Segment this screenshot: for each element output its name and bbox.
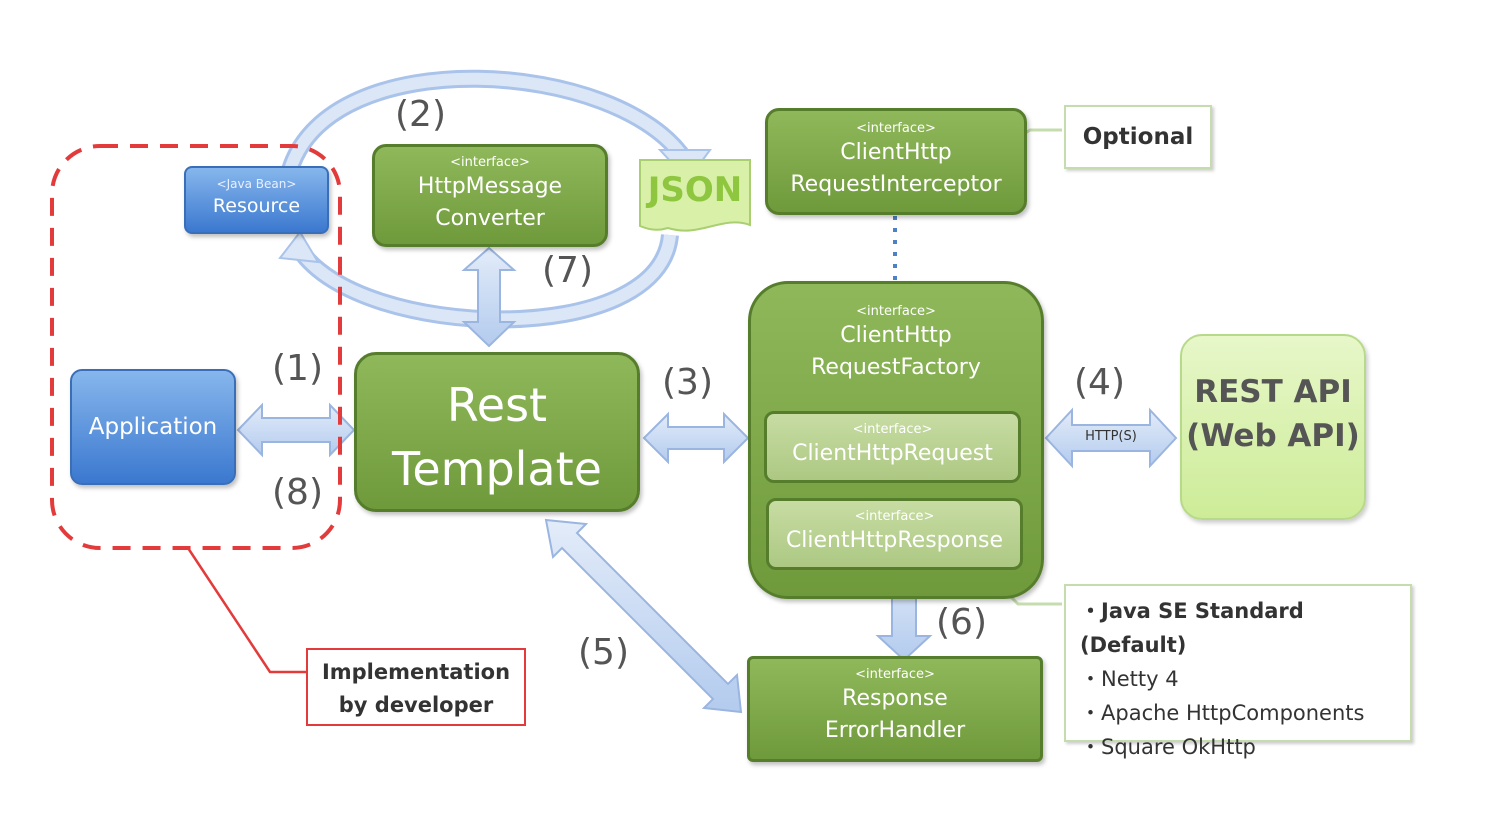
- implementations-list: ・Java SE Standard (Default) ・Netty 4 ・Ap…: [1064, 584, 1412, 759]
- impl-note-line2: by developer: [338, 693, 494, 717]
- request-name: ClientHttpRequest: [792, 441, 993, 466]
- arrow-app-rest: [236, 402, 356, 458]
- error-handler-stereotype: <interface>: [855, 667, 935, 682]
- resource-name: Resource: [212, 195, 301, 217]
- interceptor-line1: ClientHttp: [840, 140, 952, 165]
- arrow-converter-rest: [461, 246, 517, 348]
- converter-stereotype: <interface>: [450, 155, 530, 170]
- error-handler-line1: Response: [842, 686, 948, 711]
- client-http-request-box: <interface> ClientHttpRequest: [764, 411, 1021, 483]
- step-label-3: (3): [662, 362, 713, 403]
- rest-api-box: REST API (Web API): [1180, 334, 1366, 520]
- step-label-1: (1): [272, 348, 323, 389]
- impl-note-line1: Implementation: [321, 660, 511, 684]
- step-label-4: (4): [1074, 362, 1125, 403]
- implementation-item: ・Apache HttpComponents: [1080, 701, 1365, 725]
- step-label-8: (8): [272, 472, 323, 513]
- implementation-by-developer-note: Implementation by developer: [306, 648, 526, 726]
- rest-template-line1: Rest: [446, 378, 548, 432]
- implementation-item: ・Netty 4: [1080, 667, 1179, 691]
- developer-region-leader: [186, 547, 306, 674]
- arrow-rest-errorhandler: [544, 518, 743, 714]
- converter-line1: HttpMessage: [417, 174, 563, 199]
- error-handler-line2: ErrorHandler: [824, 718, 966, 743]
- curve-arrow-head-7: [278, 230, 320, 264]
- json-label: JSON: [647, 170, 743, 210]
- response-name: ClientHttpResponse: [785, 528, 1004, 553]
- arrow-factory-restapi: [1044, 407, 1178, 469]
- rest-template-box: Rest Template: [354, 352, 640, 512]
- request-interceptor-box: <interface> ClientHttp RequestIntercepto…: [765, 108, 1027, 215]
- implementation-item: ・Java SE Standard (Default): [1080, 599, 1304, 657]
- http-message-converter-box: <interface> HttpMessage Converter: [372, 144, 608, 247]
- step-label-7: (7): [542, 250, 593, 291]
- rest-api-line2: (Web API): [1186, 418, 1360, 454]
- factory-stereotype: <interface>: [856, 304, 936, 319]
- application-box: Application: [70, 369, 236, 485]
- resource-stereotype: <Java Bean>: [216, 177, 297, 191]
- step-label-5: (5): [578, 632, 629, 673]
- curve-arrow-json-to-resource-inner: [295, 234, 676, 326]
- http-label: HTTP(S): [1085, 429, 1137, 444]
- interceptor-stereotype: <interface>: [856, 121, 936, 136]
- arrow-rest-factory: [642, 411, 750, 465]
- resource-box: <Java Bean> Resource: [184, 166, 329, 234]
- optional-callout: Optional: [1064, 105, 1212, 169]
- step-label-2: (2): [395, 94, 446, 135]
- rest-template-line2: Template: [392, 442, 602, 496]
- converter-line2: Converter: [435, 206, 545, 231]
- curve-arrow-resource-to-json-inner: [284, 72, 691, 172]
- factory-line1: ClientHttp: [840, 323, 952, 348]
- rest-api-line1: REST API: [1194, 374, 1352, 410]
- step-label-6: (6): [936, 602, 987, 643]
- developer-region: [50, 144, 342, 550]
- request-stereotype: <interface>: [852, 422, 933, 437]
- client-http-response-box: <interface> ClientHttpResponse: [766, 498, 1023, 570]
- interceptor-line2: RequestInterceptor: [790, 172, 1002, 197]
- response-error-handler-box: <interface> Response ErrorHandler: [747, 656, 1043, 762]
- factory-line2: RequestFactory: [811, 355, 981, 380]
- implementation-item: ・Square OkHttp: [1080, 735, 1256, 759]
- json-document-shape: [639, 159, 751, 232]
- response-stereotype: <interface>: [854, 509, 935, 524]
